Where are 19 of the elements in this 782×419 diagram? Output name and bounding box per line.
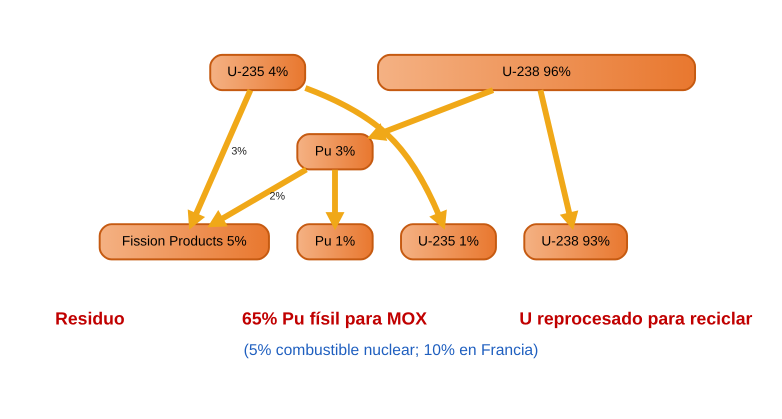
node-box: Fission Products 5% [98,223,270,260]
edge-label: 2% [269,190,286,203]
node-box: U-238 96% [377,54,696,92]
label: 65% Pu físil para MOX [242,308,428,328]
node-box: Pu 3% [296,133,374,170]
label: U reprocesado para reciclar [519,308,752,328]
arrow [538,89,578,230]
caption: (5% combustible nuclear; 10% en Francia) [244,342,538,360]
edge-label: 3% [231,146,247,158]
label: Residuo [55,308,125,328]
arrow [207,167,308,228]
node-box: U-235 1% [400,223,497,260]
arrow [304,85,447,230]
arrow [326,170,344,230]
node-box: U-235 4% [209,54,306,92]
arrow [367,87,494,141]
node-box: U-238 93% [523,223,628,260]
node-box: Pu 1% [296,223,374,260]
arrow [188,88,254,230]
